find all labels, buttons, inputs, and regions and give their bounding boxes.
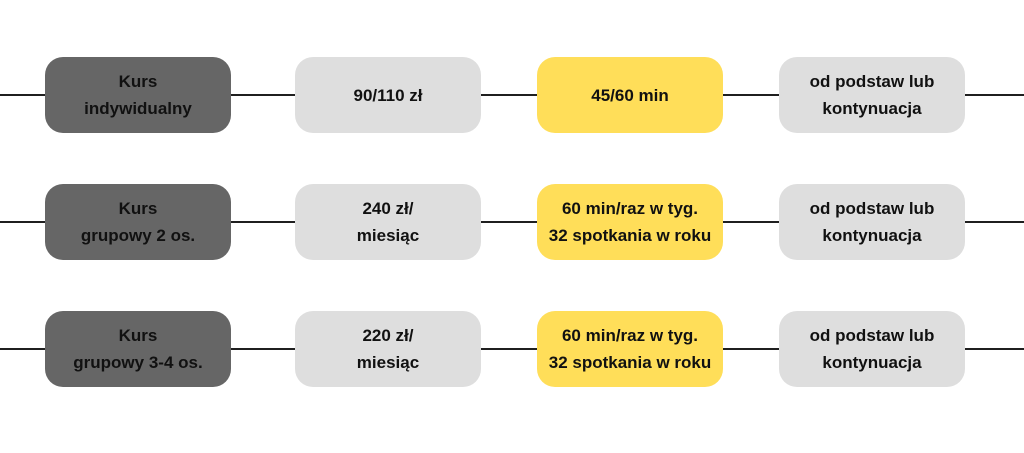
duration-box: 60 min/raz w tyg. 32 spotkania w roku [537, 184, 723, 260]
course-type-label: Kurs grupowy 3-4 os. [73, 326, 203, 372]
course-type-box: Kurs grupowy 2 os. [45, 184, 231, 260]
duration-box: 60 min/raz w tyg. 32 spotkania w roku [537, 311, 723, 387]
course-row-individual: Kurs indywidualny 90/110 zł 45/60 min od… [0, 57, 1024, 133]
course-type-box: Kurs indywidualny [45, 57, 231, 133]
level-box: od podstaw lub kontynuacja [779, 184, 965, 260]
price-label: 240 zł/ miesiąc [356, 199, 420, 245]
connector-line [0, 221, 1024, 223]
course-row-group-2: Kurs grupowy 2 os. 240 zł/ miesiąc 60 mi… [0, 184, 1024, 260]
duration-label: 60 min/raz w tyg. 32 spotkania w roku [548, 199, 712, 245]
level-label: od podstaw lub kontynuacja [809, 326, 935, 372]
level-label: od podstaw lub kontynuacja [809, 72, 935, 118]
level-label: od podstaw lub kontynuacja [809, 199, 935, 245]
price-box: 220 zł/ miesiąc [295, 311, 481, 387]
connector-line [0, 94, 1024, 96]
level-box: od podstaw lub kontynuacja [779, 57, 965, 133]
duration-label: 45/60 min [591, 85, 669, 105]
course-type-label: Kurs grupowy 2 os. [80, 199, 196, 245]
duration-box: 45/60 min [537, 57, 723, 133]
course-row-group-3-4: Kurs grupowy 3-4 os. 220 zł/ miesiąc 60 … [0, 311, 1024, 387]
price-box: 90/110 zł [295, 57, 481, 133]
price-label: 220 zł/ miesiąc [356, 326, 420, 372]
price-label: 90/110 zł [353, 85, 423, 105]
duration-label: 60 min/raz w tyg. 32 spotkania w roku [548, 326, 712, 372]
course-type-label: Kurs indywidualny [84, 72, 192, 118]
price-box: 240 zł/ miesiąc [295, 184, 481, 260]
level-box: od podstaw lub kontynuacja [779, 311, 965, 387]
course-type-box: Kurs grupowy 3-4 os. [45, 311, 231, 387]
connector-line [0, 348, 1024, 350]
